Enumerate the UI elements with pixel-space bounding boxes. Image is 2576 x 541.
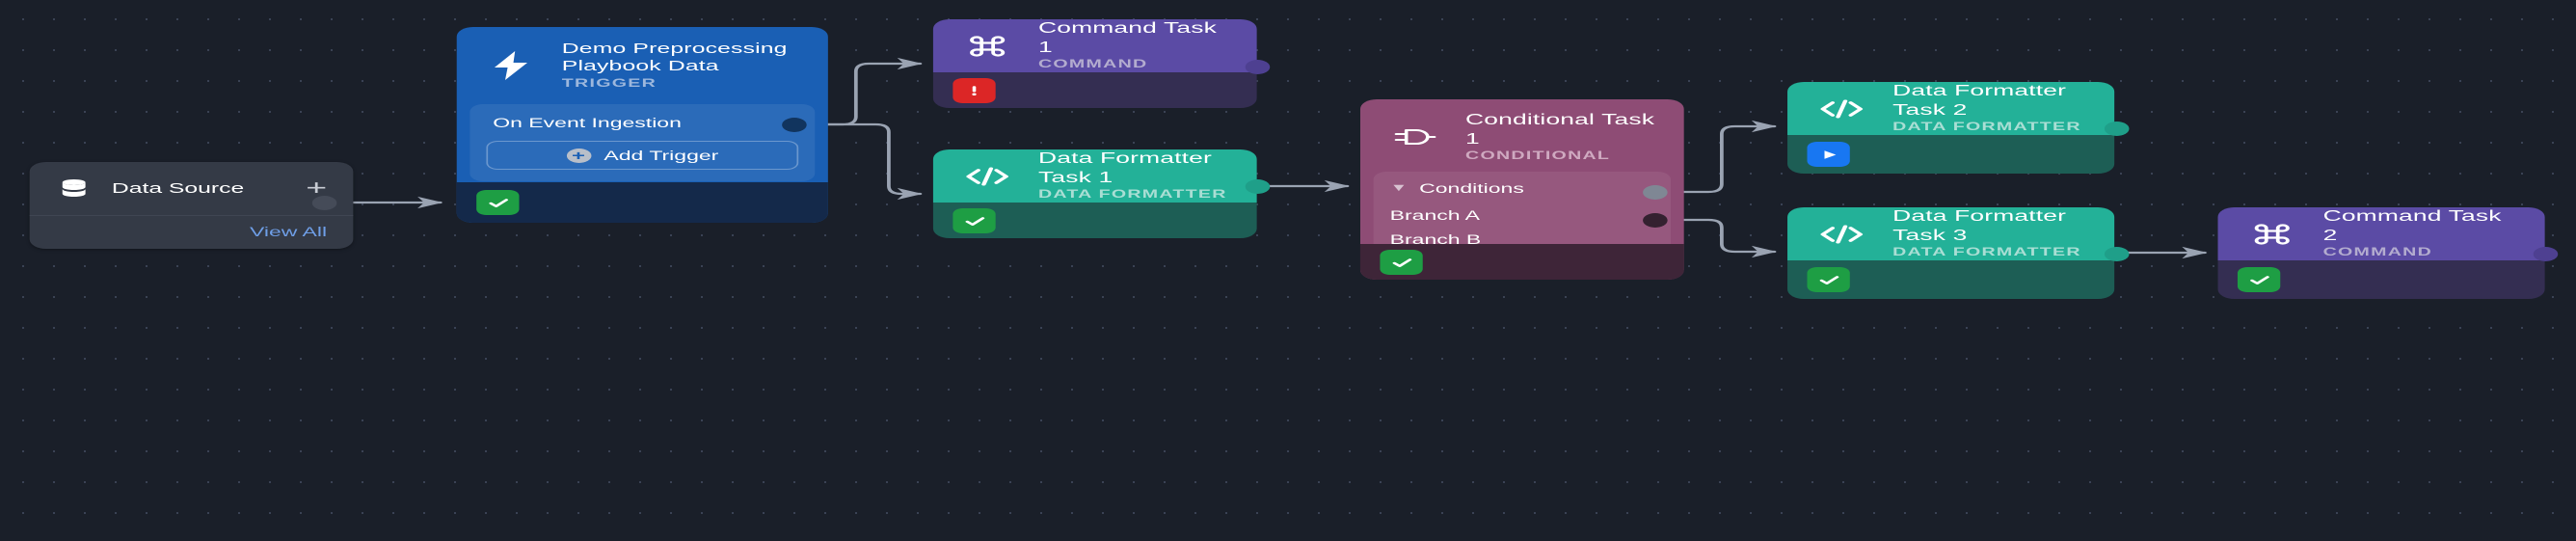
trigger-titles: Demo Preprocessing Playbook Data TRIGGER [562,41,788,91]
conditional-task-1-body [1359,244,1684,280]
data-formatter-task-1-node[interactable]: Data Formatter Task 1 DATA FORMATTER [932,149,1257,238]
status-badge-running[interactable] [1807,142,1850,167]
status-badge-success[interactable] [1380,250,1423,275]
data-formatter-task-1-body [932,203,1257,238]
code-brackets-icon [1813,218,1869,251]
command-task-1-header: Command Task 1 COMMAND [932,19,1257,72]
data-formatter-task-1-title: Data Formatter Task 1 [1037,150,1212,186]
command-task-1-titles: Command Task 1 COMMAND [1038,19,1230,72]
data-source-output-handle[interactable] [311,196,337,210]
command-task-2-output-handle[interactable] [2533,247,2559,261]
data-formatter-task-3-output-handle[interactable] [2104,247,2130,261]
code-brackets-icon [959,160,1015,193]
command-key-icon [959,30,1015,63]
trigger-node[interactable]: Demo Preprocessing Playbook Data TRIGGER… [456,27,828,223]
data-formatter-task-2-subtitle: DATA FORMATTER [1892,122,2081,134]
status-badge-error[interactable] [953,78,996,103]
branch-b-output-handle[interactable] [1643,213,1668,228]
chevron-down-icon: ▼ [1389,181,1409,194]
command-task-1-node[interactable]: Command Task 1 COMMAND [932,19,1257,108]
branch-a-row[interactable]: Branch A [1389,207,1481,223]
data-source-footer: View All [30,216,354,248]
trigger-title: Demo Preprocessing Playbook Data [561,41,788,75]
command-task-2-header: Command Task 2 COMMAND [2217,207,2545,260]
data-source-title: Data Source [111,180,245,197]
data-formatter-task-1-titles: Data Formatter Task 1 DATA FORMATTER [1038,149,1230,203]
lightning-bolt-icon [483,49,539,82]
command-task-1-subtitle: COMMAND [1037,59,1148,71]
status-badge-success[interactable] [1807,267,1850,292]
database-icon [56,178,92,200]
add-trigger-button[interactable]: + Add Trigger [486,141,799,171]
data-formatter-task-2-body [1787,135,2115,174]
trigger-header: Demo Preprocessing Playbook Data TRIGGER [457,27,828,100]
status-badge-success[interactable] [476,190,520,215]
command-task-2-node[interactable]: Command Task 2 COMMAND [2217,207,2545,299]
add-trigger-label: Add Trigger [604,148,719,163]
command-task-2-subtitle: COMMAND [2322,247,2433,259]
data-formatter-task-1-output-handle[interactable] [1245,179,1271,194]
data-formatter-task-2-output-handle[interactable] [2104,122,2130,136]
data-formatter-task-1-subtitle: DATA FORMATTER [1037,189,1227,202]
data-formatter-task-1-header: Data Formatter Task 1 DATA FORMATTER [932,149,1257,203]
conditional-task-1-node[interactable]: Conditional Task 1 CONDITIONAL ▼ Conditi… [1359,99,1684,280]
conditional-task-1-titles: Conditional Task 1 CONDITIONAL [1465,111,1657,164]
data-formatter-task-2-node[interactable]: Data Formatter Task 2 DATA FORMATTER [1787,82,2115,174]
trigger-panel: On Event Ingestion + Add Trigger [470,104,816,182]
branch-a-output-handle[interactable] [1643,185,1668,200]
command-task-2-title: Command Task 2 [2322,208,2502,244]
data-source-node[interactable]: Data Source + View All [29,162,354,249]
command-task-1-title: Command Task 1 [1037,20,1218,56]
data-formatter-task-3-node[interactable]: Data Formatter Task 3 DATA FORMATTER [1787,207,2115,299]
status-badge-success[interactable] [953,208,996,233]
data-formatter-task-3-subtitle: DATA FORMATTER [1892,247,2081,259]
data-formatter-task-3-body [1787,260,2115,299]
view-all-link[interactable]: View All [249,225,328,239]
data-formatter-task-2-titles: Data Formatter Task 2 DATA FORMATTER [1892,82,2088,135]
logic-gate-icon [1386,121,1442,153]
command-task-2-titles: Command Task 2 COMMAND [2323,207,2519,260]
command-task-1-output-handle[interactable] [1245,60,1271,74]
conditions-toggle[interactable]: ▼ Conditions [1386,179,1657,203]
add-data-source-button[interactable]: + [306,175,328,200]
command-task-2-body [2217,260,2545,299]
command-key-icon [2244,218,2300,251]
data-formatter-task-2-title: Data Formatter Task 2 [1892,83,2067,119]
branch-b-row[interactable]: Branch B [1389,231,1482,247]
plus-circle-icon: + [566,148,591,163]
command-task-1-body [932,72,1257,108]
conditions-label: Conditions [1419,180,1524,196]
data-formatter-task-2-header: Data Formatter Task 2 DATA FORMATTER [1787,82,2115,135]
data-formatter-task-3-title: Data Formatter Task 3 [1892,208,2067,244]
data-formatter-task-3-header: Data Formatter Task 3 DATA FORMATTER [1787,207,2115,260]
data-source-header: Data Source + [29,162,354,216]
trigger-event-row[interactable]: On Event Ingestion [493,116,682,131]
trigger-output-handle[interactable] [782,118,807,132]
status-badge-success[interactable] [2237,267,2281,292]
trigger-subtitle: TRIGGER [561,77,657,90]
code-brackets-icon [1813,93,1869,125]
conditional-task-1-subtitle: CONDITIONAL [1465,150,1611,163]
conditional-task-1-title: Conditional Task 1 [1465,112,1655,148]
conditional-task-1-header: Conditional Task 1 CONDITIONAL [1360,99,1684,172]
data-formatter-task-3-titles: Data Formatter Task 3 DATA FORMATTER [1892,207,2088,260]
trigger-body [456,182,828,223]
